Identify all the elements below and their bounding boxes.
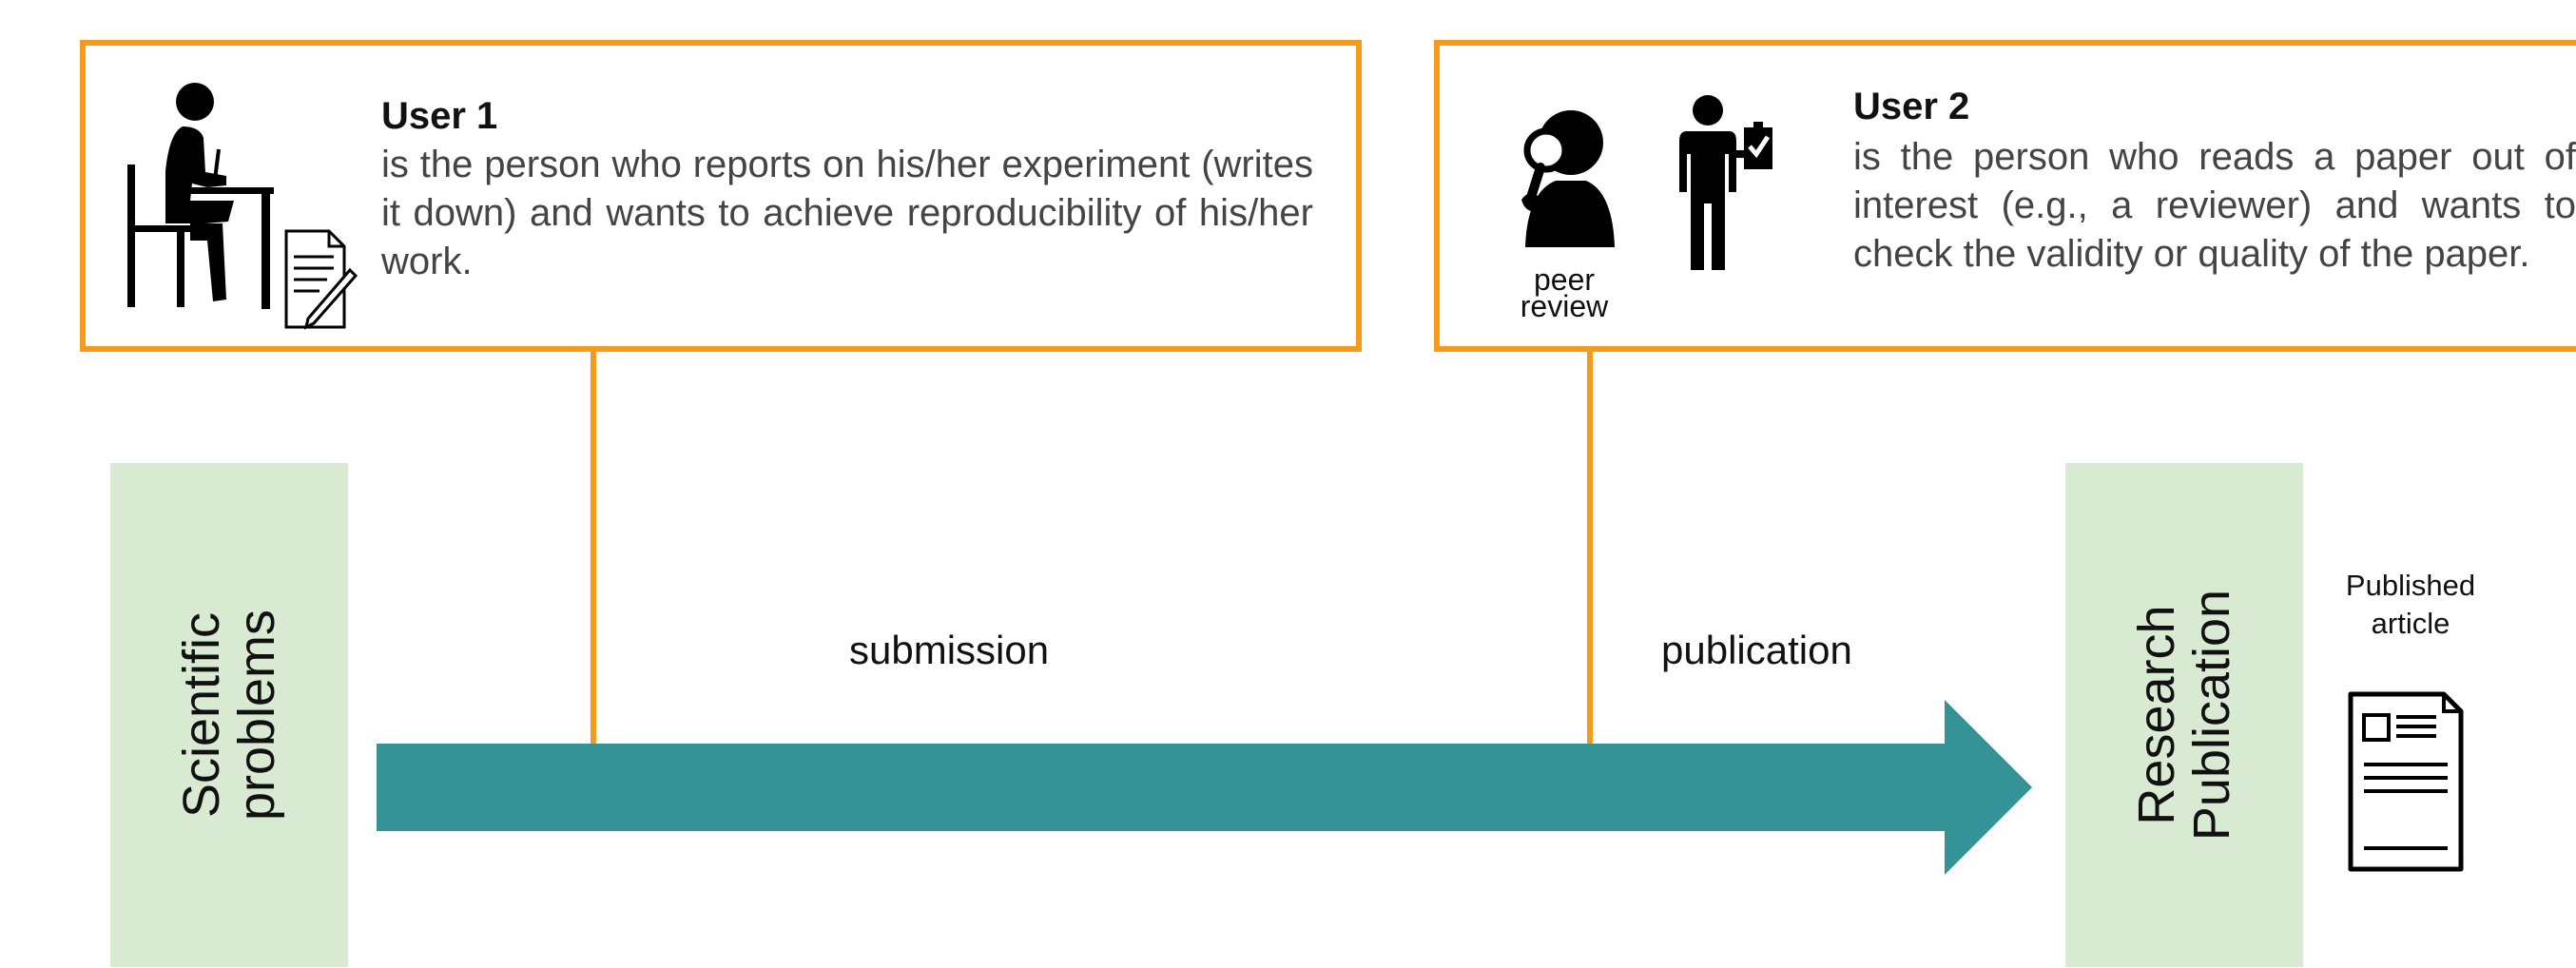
user2-title: User 2 <box>1853 86 1970 127</box>
user2-box <box>1434 40 2576 352</box>
scientific-problems-label: Scientific problems <box>173 609 285 822</box>
user2-description: is the person who reads a paper out of i… <box>1853 136 2576 275</box>
published-article-line2: article <box>2371 607 2450 640</box>
user1-description: is the person who reports on his/her exp… <box>381 144 1313 282</box>
submission-label: submission <box>849 628 1050 672</box>
article-icon <box>2348 691 2464 872</box>
peer-review-label: peer review <box>1502 262 1626 323</box>
scientific-problems-line1: Scientific <box>173 611 230 819</box>
research-publication-box: Research Publication <box>2065 463 2303 967</box>
document-pen-icon <box>284 229 358 330</box>
scientific-problems-box: Scientific problems <box>110 463 348 967</box>
research-publication-label: Research Publication <box>2128 589 2240 842</box>
user1-connector <box>591 352 596 744</box>
magnifier-person-icon <box>1521 110 1615 247</box>
person-clipboard-icon <box>1679 95 1772 270</box>
research-publication-line2: Publication <box>2183 589 2240 842</box>
user1-title: User 1 <box>381 95 498 137</box>
person-writing-icon <box>127 83 274 309</box>
published-article-label: Published article <box>2311 567 2510 643</box>
peer-review-line2: review <box>1520 289 1609 323</box>
research-publication-line1: Research <box>2128 605 2185 825</box>
main-flow-arrow <box>377 700 2032 875</box>
user2-connector <box>1587 352 1593 744</box>
scientific-problems-line2: problems <box>228 609 285 822</box>
published-article-line1: Published <box>2345 569 2476 602</box>
peer-review-line1: peer <box>1533 262 1596 297</box>
publication-label: publication <box>1661 628 1852 672</box>
